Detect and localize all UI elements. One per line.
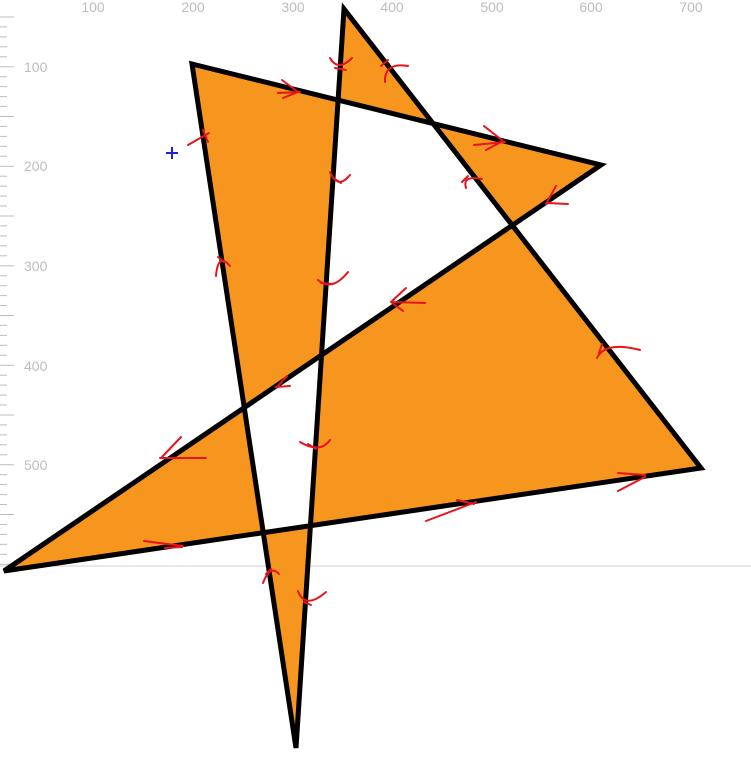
arrow-mark (143, 540, 184, 549)
arrow-mark (215, 256, 231, 277)
crosshair-cursor-icon (166, 147, 178, 159)
arrow-mark (317, 271, 349, 286)
y-tick-label: 300 (24, 258, 48, 274)
arrow-mark (187, 129, 210, 146)
x-tick-label: 500 (480, 0, 504, 15)
y-tick-label: 100 (24, 59, 48, 75)
left-ruler (0, 16, 14, 565)
arrow-mark (329, 171, 351, 184)
arrow-mark (262, 568, 280, 584)
arrow-mark (545, 185, 569, 205)
arrow-mark (461, 175, 483, 189)
arrow-mark (390, 287, 426, 312)
y-tick-label: 500 (24, 457, 48, 473)
y-tick-label: 200 (24, 158, 48, 174)
star-polygon[interactable] (2, 2, 706, 749)
arrow-mark (473, 125, 506, 151)
x-tick-label: 600 (579, 0, 603, 15)
arrow-mark (329, 57, 353, 71)
x-tick-label: 400 (380, 0, 404, 15)
x-tick-label: 700 (679, 0, 703, 15)
arrow-mark (596, 343, 641, 359)
direction-arrows (143, 57, 646, 606)
arrow-mark (297, 590, 327, 606)
y-tick-label: 400 (24, 358, 48, 374)
arrow-mark (277, 79, 301, 99)
arrow-mark (299, 439, 331, 450)
arrow-mark (159, 436, 207, 459)
arrow-mark (275, 375, 291, 388)
x-tick-label: 300 (281, 0, 305, 15)
arrow-mark (617, 472, 646, 492)
x-tick-label: 100 (81, 0, 105, 15)
arrow-mark (380, 59, 409, 83)
x-ruler: 100 200 300 400 500 600 700 (81, 0, 703, 15)
y-ruler: 100 200 300 400 500 (24, 59, 48, 473)
arrow-mark (425, 499, 477, 522)
x-tick-label: 200 (181, 0, 205, 15)
